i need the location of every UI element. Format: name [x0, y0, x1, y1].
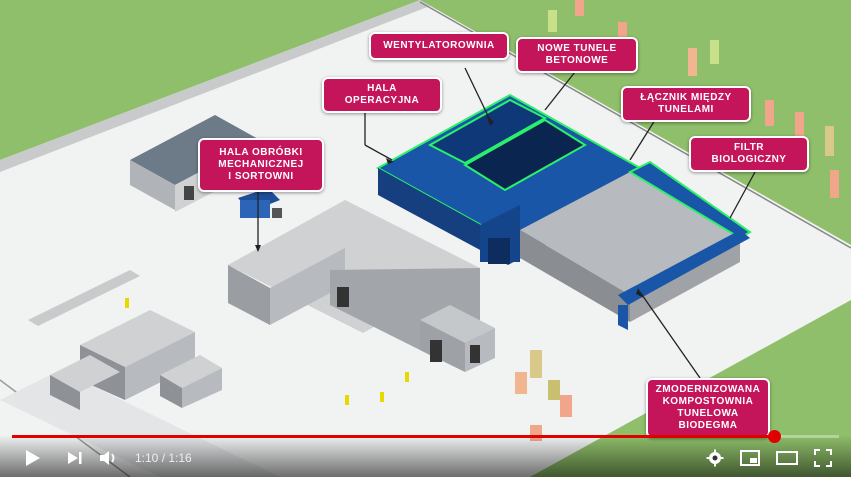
player-controls: 1:10 / 1:16	[0, 430, 851, 477]
progress-bar[interactable]	[12, 430, 839, 443]
callout-lacznik: ŁĄCZNIK MIĘDZY TUNELAMI	[621, 86, 751, 122]
time-separator: /	[158, 451, 169, 465]
fullscreen-icon	[814, 449, 832, 467]
sorting-hall	[228, 200, 495, 372]
office-buildings	[50, 310, 222, 410]
gear-icon	[706, 449, 724, 467]
current-time: 1:10	[135, 451, 159, 465]
settings-button[interactable]	[702, 445, 728, 471]
play-button[interactable]	[20, 445, 46, 471]
volume-button[interactable]	[96, 445, 122, 471]
workers	[125, 298, 409, 405]
volume-icon	[100, 451, 115, 465]
next-button[interactable]	[62, 445, 88, 471]
progress-played	[12, 435, 774, 438]
callout-hala-obrobki: HALA OBRÓBKI MECHANICZNEJ I SORTOWNI	[198, 138, 324, 192]
composting-hall	[520, 160, 752, 330]
miniplayer-button[interactable]	[737, 445, 763, 471]
callout-wentylatorownia: WENTYLATOROWNIA	[369, 32, 509, 60]
progress-scrubber[interactable]	[767, 430, 781, 443]
blue-hall-complex	[375, 93, 643, 265]
next-icon	[68, 452, 82, 464]
equipment	[238, 188, 282, 218]
fullscreen-button[interactable]	[810, 445, 836, 471]
theater-mode-button[interactable]	[774, 445, 800, 471]
duration: 1:16	[168, 451, 192, 465]
leader-lines	[257, 67, 756, 379]
theater-icon	[776, 451, 798, 465]
callout-kompostownia: ZMODERNIZOWANA KOMPOSTOWNIA TUNELOWA BIO…	[646, 378, 770, 438]
callout-filtr: FILTR BIOLOGICZNY	[689, 136, 809, 172]
time-display: 1:10 / 1:16	[135, 451, 192, 465]
trees	[515, 0, 839, 441]
miniplayer-icon	[740, 450, 760, 466]
callout-nowe-tunele: NOWE TUNELE BETONOWE	[516, 37, 638, 73]
callout-hala-operacyjna: HALA OPERACYJNA	[322, 77, 442, 113]
slab	[28, 270, 140, 326]
play-icon	[26, 450, 40, 466]
